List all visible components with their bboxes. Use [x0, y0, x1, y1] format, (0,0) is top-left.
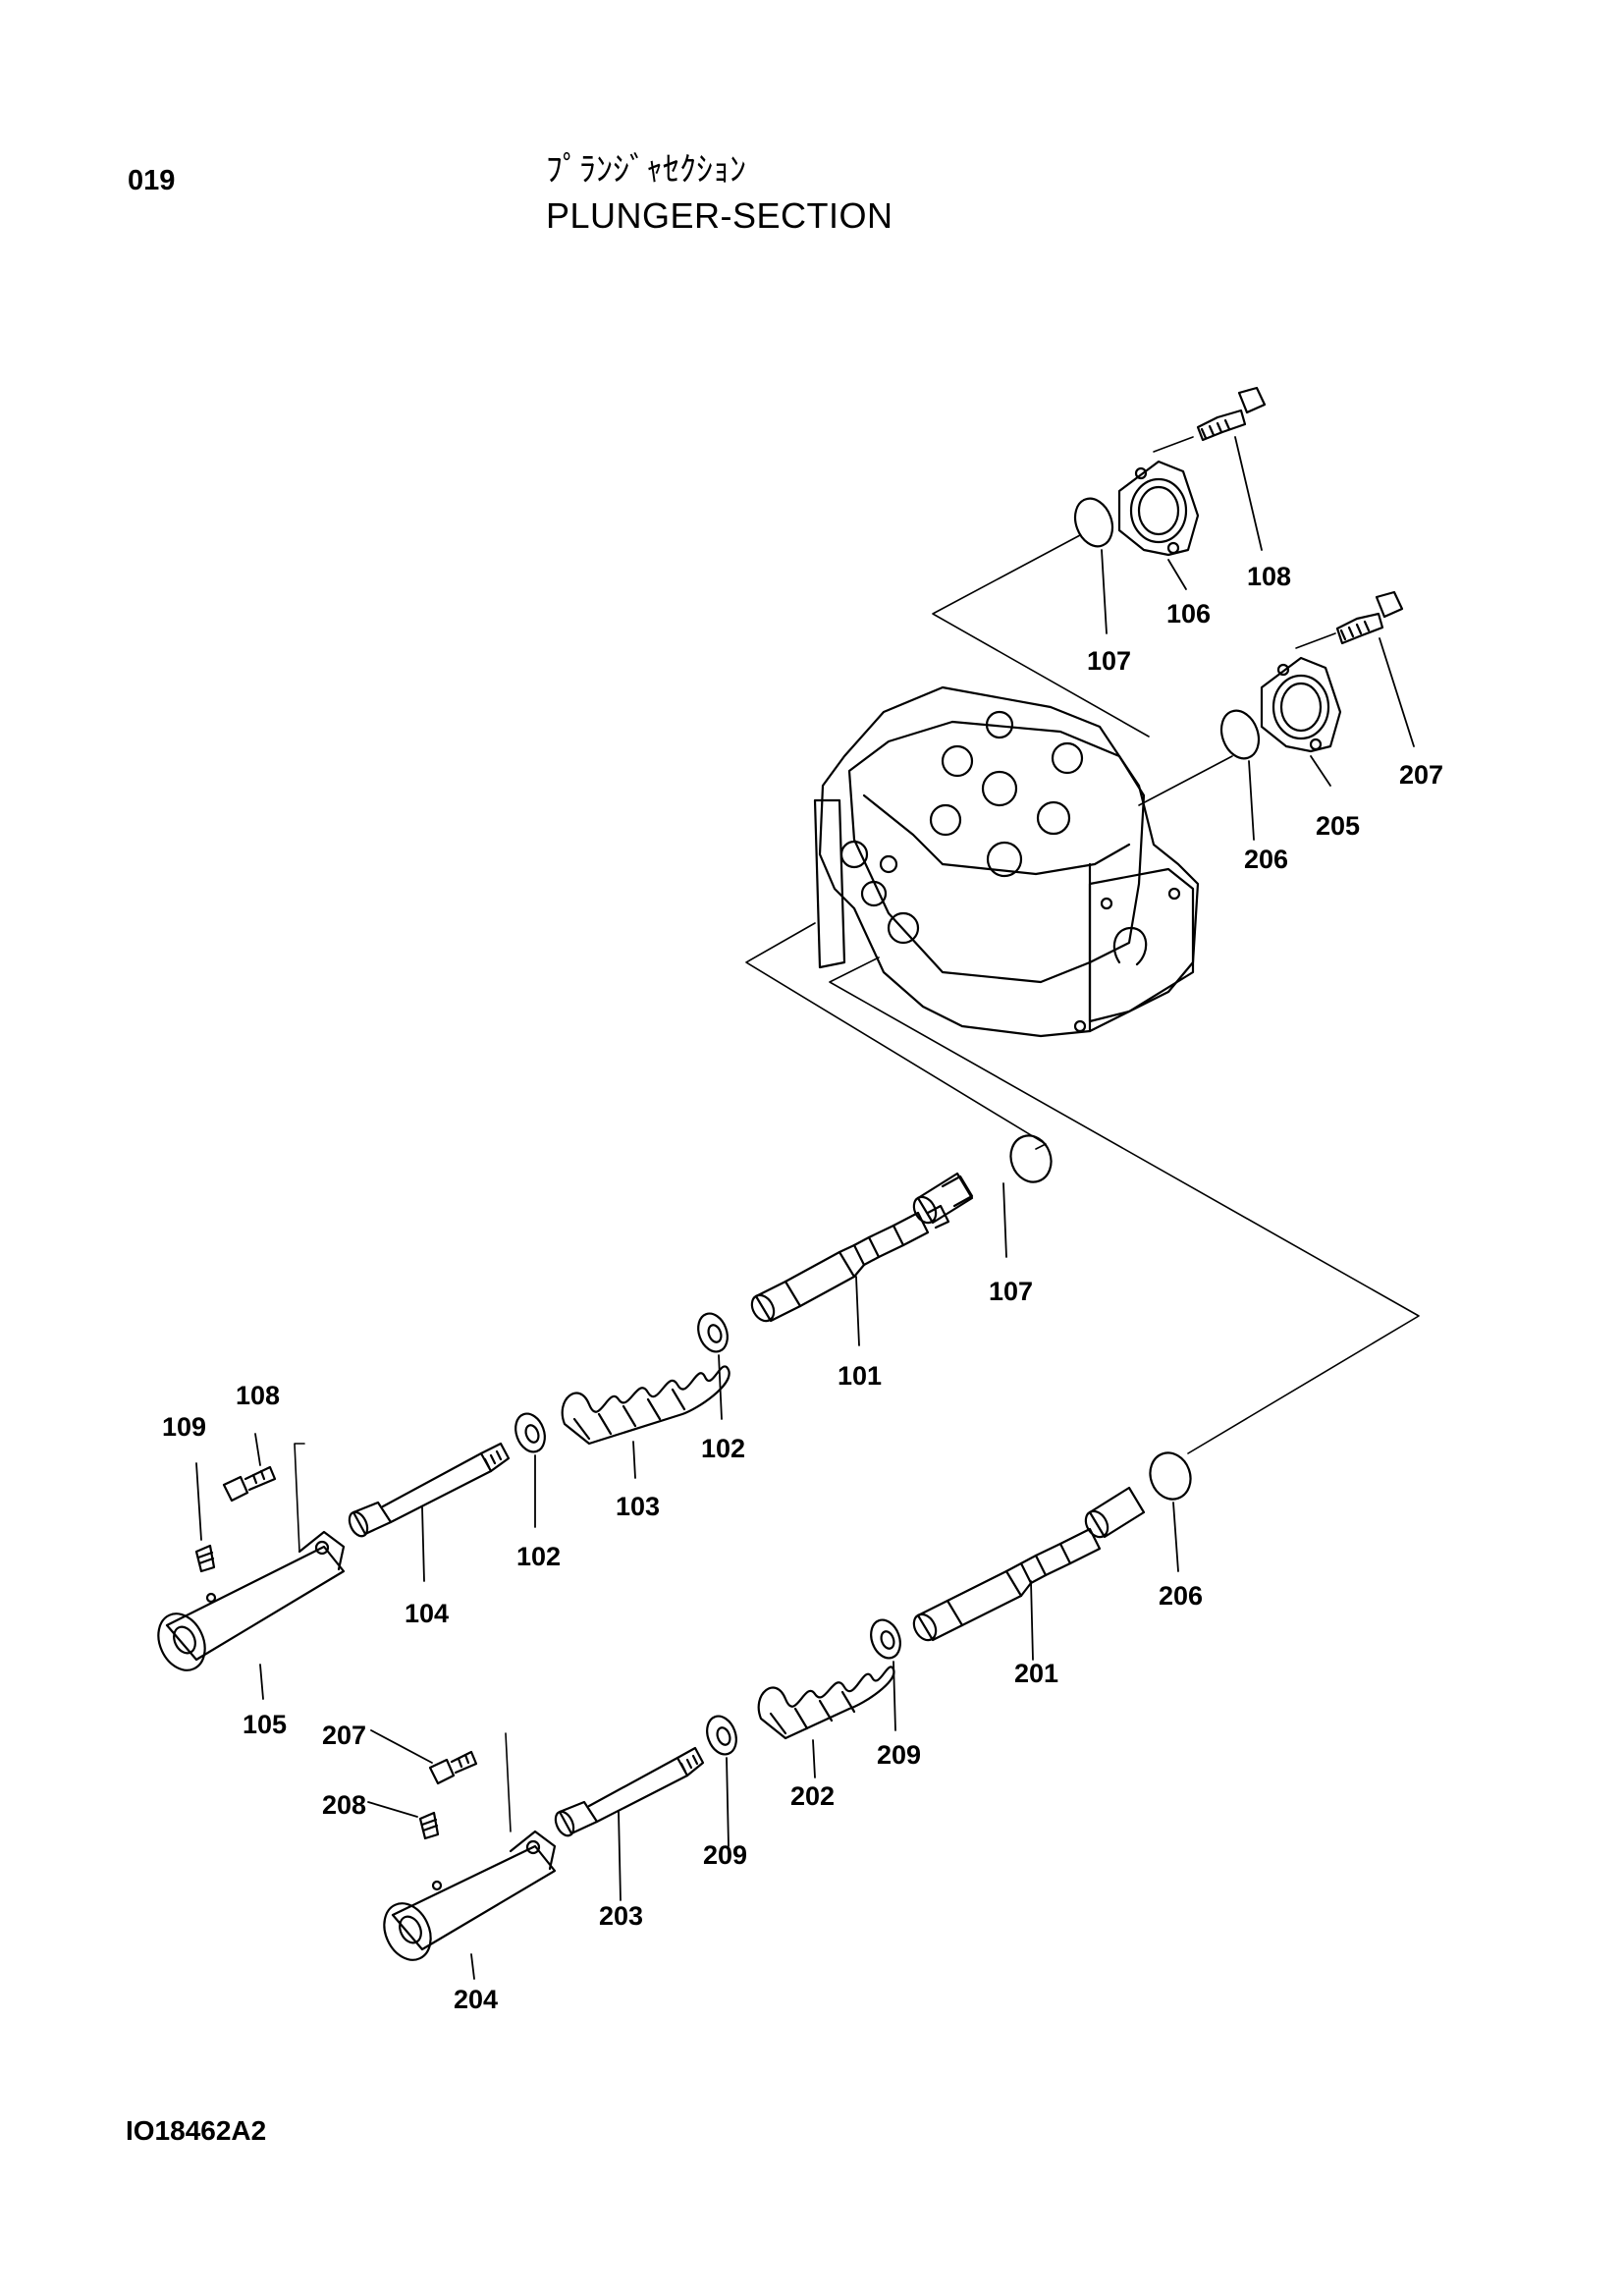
o-ring-107-mid: [1009, 1134, 1053, 1183]
bolt-104: [348, 1442, 511, 1538]
o-ring-206-top: [1219, 709, 1261, 760]
callout-207-left: 207: [322, 1721, 366, 1750]
callout-105: 105: [243, 1710, 287, 1739]
callout-109: 109: [162, 1412, 206, 1442]
title-japanese: ﾌﾟﾗﾝｼﾞｬｾｸｼｮﾝ: [546, 150, 746, 190]
callout-103: 103: [616, 1492, 660, 1521]
washer-102-b: [514, 1412, 546, 1453]
callout-101: 101: [838, 1361, 882, 1391]
callout-107-top: 107: [1087, 646, 1131, 676]
bolt-203: [554, 1746, 705, 1837]
callout-206-top: 206: [1244, 845, 1288, 874]
callout-108-top: 108: [1247, 562, 1291, 591]
callout-107-mid: 107: [989, 1277, 1033, 1306]
spool-201: [912, 1486, 1146, 1642]
title-english: PLUNGER-SECTION: [546, 195, 893, 236]
callout-104: 104: [405, 1599, 449, 1628]
page-number: 019: [128, 165, 176, 196]
drawing-code: IO18462A2: [126, 2115, 267, 2146]
washer-102-a: [697, 1312, 729, 1353]
callout-204: 204: [454, 1985, 498, 2014]
flange-205: [1260, 656, 1342, 753]
bolt-207-right: [1335, 590, 1404, 645]
callout-201: 201: [1014, 1659, 1058, 1688]
callout-102-a: 102: [701, 1434, 745, 1463]
bolt-108-top: [1196, 386, 1267, 442]
callout-206-right: 206: [1159, 1581, 1203, 1611]
spring-202: [757, 1666, 895, 1740]
bolt-207-left: [428, 1750, 478, 1785]
callout-106: 106: [1166, 599, 1211, 629]
screw-208: [418, 1811, 440, 1840]
washer-209-a: [870, 1618, 901, 1660]
bolt-108-left: [222, 1465, 277, 1503]
callout-208: 208: [322, 1790, 366, 1820]
o-ring-107-top: [1073, 497, 1114, 548]
cap-105: [157, 1530, 346, 1671]
callout-leaders: [195, 436, 1415, 1980]
washer-209-b: [706, 1715, 737, 1756]
o-ring-206-right: [1149, 1451, 1192, 1501]
callout-108-left: 108: [236, 1381, 280, 1410]
spring-103: [561, 1365, 730, 1446]
callout-205: 205: [1316, 811, 1360, 841]
callout-207-right: 207: [1399, 760, 1443, 790]
callout-209-b: 209: [703, 1840, 747, 1870]
callout-203: 203: [599, 1901, 643, 1931]
assembly-leader-lines: [294, 534, 1420, 1832]
valve-body: [813, 685, 1200, 1038]
flange-106: [1117, 460, 1200, 557]
callout-102-b: 102: [516, 1542, 561, 1571]
screw-109: [194, 1544, 216, 1573]
spool-101: [750, 1172, 974, 1323]
cap-204: [383, 1830, 557, 1961]
callout-202: 202: [790, 1781, 835, 1811]
callout-209-a: 209: [877, 1740, 921, 1770]
